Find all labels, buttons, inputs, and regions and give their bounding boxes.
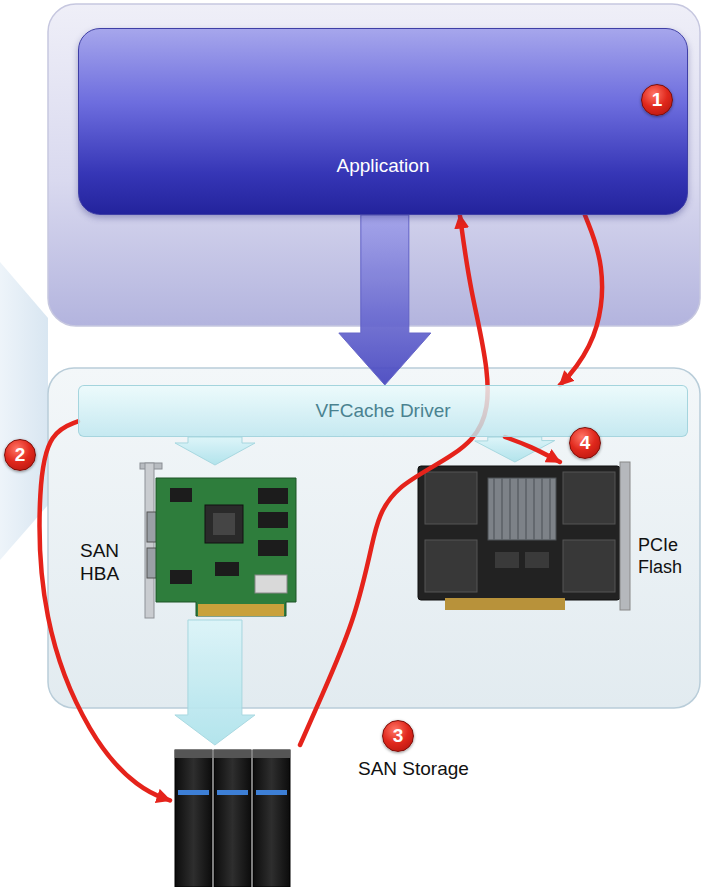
flow-arrow [505, 437, 560, 462]
cabinet-top [253, 750, 290, 758]
flow-arrow [300, 215, 488, 745]
cabinet-stripe [256, 790, 287, 795]
callout-marker: 1 [641, 84, 673, 116]
chip-die [213, 513, 235, 535]
callout-marker: 3 [382, 720, 414, 752]
card-bracket [620, 462, 630, 610]
callout-number: 3 [382, 720, 414, 752]
block-arrow [339, 215, 431, 385]
san-storage: SAN Storage [170, 745, 500, 887]
flash-chip [563, 540, 615, 592]
callout-number: 1 [641, 84, 673, 116]
callout-number: 2 [4, 439, 36, 471]
application-box: Application [78, 28, 688, 215]
node-label: SAN Storage [358, 758, 498, 781]
block-arrow [175, 620, 255, 745]
small-chip [215, 562, 239, 576]
memory-chip [258, 512, 288, 528]
flash-card: PCIe Flash [415, 462, 698, 612]
circuit-board [156, 478, 296, 616]
heatsink [488, 478, 556, 540]
small-chip [170, 570, 192, 584]
cabinet-top [214, 750, 251, 758]
node-label: PCIe Flash [638, 535, 696, 578]
storage-cabinet [175, 750, 212, 887]
callout-marker: 4 [569, 427, 601, 459]
edge-connector [198, 604, 284, 616]
storage-cabinet [214, 750, 251, 887]
callout-number: 4 [569, 427, 601, 459]
flow-arrow [560, 215, 602, 385]
small-chip [525, 552, 549, 568]
flow-arrow [40, 421, 170, 800]
controller-chip [205, 505, 243, 543]
edge-connector [445, 598, 565, 610]
flash-chip [425, 540, 477, 592]
storage-array-picture [175, 750, 290, 887]
memory-chip [258, 540, 288, 556]
callout-marker: 2 [4, 439, 36, 471]
node-label: VFCache Driver [79, 400, 687, 423]
cabinet-stripe [178, 790, 209, 795]
driver-bar: VFCache Driver [78, 385, 688, 437]
flash-chip [425, 472, 477, 524]
label-sticker [255, 575, 287, 593]
circuit-board [418, 466, 620, 600]
node-label: Application [79, 155, 687, 178]
flash-chip [563, 472, 615, 524]
small-chip [495, 552, 519, 568]
heatsink-fins [494, 478, 550, 540]
cabinet-stripe [217, 790, 248, 795]
memory-chip [258, 488, 288, 504]
hba-card: SAN HBA [78, 465, 300, 620]
block-arrow [175, 437, 255, 465]
small-chip [170, 488, 192, 502]
hba-card-picture [140, 463, 296, 618]
cabinet-top [175, 750, 212, 758]
storage-cabinet [253, 750, 290, 887]
flash-card-picture [418, 462, 630, 610]
connector-group [40, 215, 602, 800]
node-label: SAN HBA [80, 540, 136, 586]
